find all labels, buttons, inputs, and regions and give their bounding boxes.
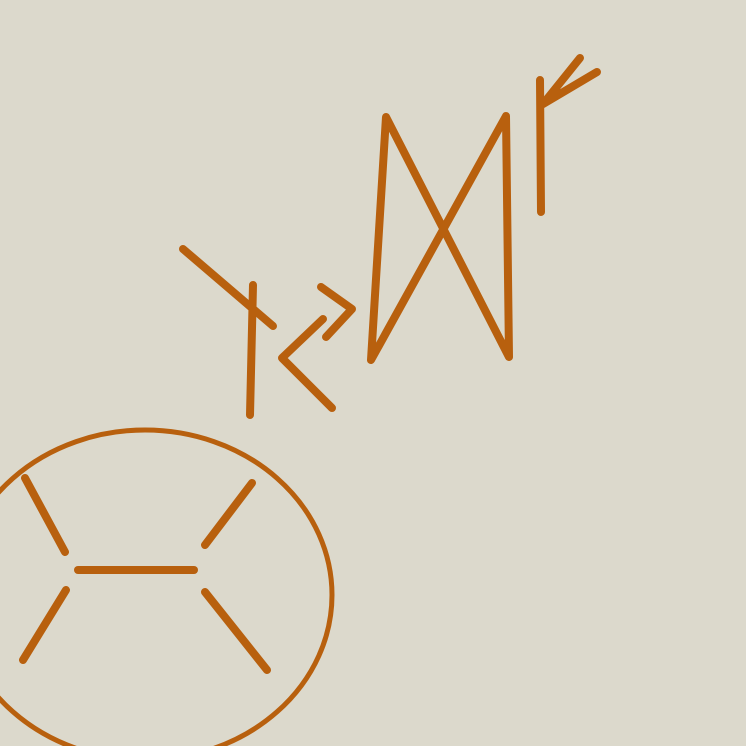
rune-arrow-stem	[536, 76, 545, 216]
rune-glyph-y	[179, 245, 277, 419]
rune-glyph-bowtie	[367, 112, 513, 364]
emblem-upper-right-mark	[201, 479, 256, 549]
rune-y-diagonal	[179, 245, 277, 330]
emblem-upper-left-mark	[21, 474, 69, 556]
rune-y-stem	[246, 281, 257, 419]
rune-glyph-angle-bracket	[278, 315, 336, 412]
emblem-lower-right-mark	[201, 588, 271, 674]
rune-angle-bracket-stroke	[278, 315, 336, 412]
emblem-lower-left-mark	[19, 586, 70, 664]
rune-glyph-arrow-hook	[536, 54, 601, 216]
rune-arrow-head	[539, 54, 601, 108]
emblem-ellipse	[0, 427, 335, 746]
rune-glyph-chevron	[317, 283, 356, 341]
rune-bowtie-stroke	[367, 112, 513, 364]
rune-chevron-stroke	[317, 283, 356, 341]
circle-emblem	[0, 427, 335, 746]
